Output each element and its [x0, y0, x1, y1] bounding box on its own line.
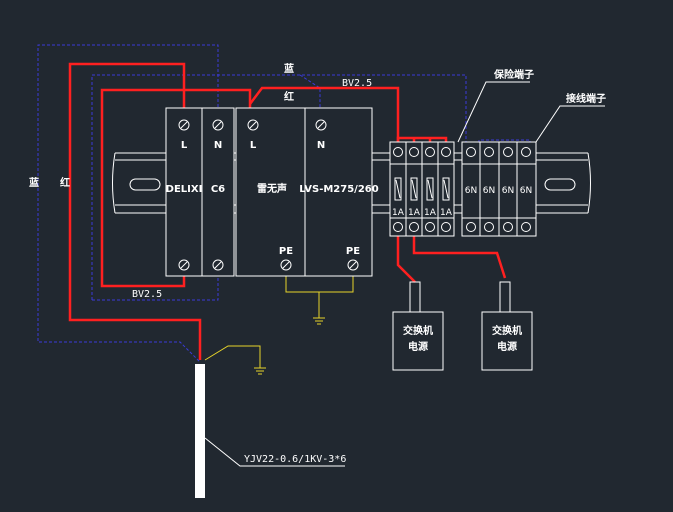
switch2-line1: 交换机	[492, 324, 522, 337]
spd-n-label: N	[317, 140, 325, 151]
yellow-pe-wires	[204, 268, 354, 368]
breaker-n-label: N	[214, 140, 222, 151]
switch1-line2: 电源	[408, 340, 428, 353]
circuit-breaker	[165, 107, 235, 277]
left-blue-label: 蓝	[29, 176, 39, 189]
switch-power-box	[392, 281, 444, 371]
spd-pe1-label: PE	[279, 246, 293, 257]
leader-lines	[457, 81, 605, 143]
breaker-brand: DELIXI	[166, 184, 203, 195]
surge-protector	[235, 107, 373, 277]
ground-icon	[313, 317, 325, 325]
switch2-line2: 电源	[497, 340, 517, 353]
terminal-screw-icon	[466, 147, 531, 232]
wire-terminal-label: 接线端子	[566, 92, 606, 105]
terminal-screw-icon	[178, 119, 224, 271]
incoming-cable	[195, 364, 345, 498]
ground-icon	[254, 367, 266, 375]
terminal-label: 6N	[483, 186, 495, 196]
fuse-rating: 1A	[440, 208, 453, 218]
bv-top-label: BV2.5	[342, 78, 372, 89]
switch1-line1: 交换机	[403, 324, 433, 337]
terminal-screw-icon	[247, 119, 359, 271]
spd-l-label: L	[250, 140, 257, 151]
spd-name: 雷无声	[257, 182, 287, 195]
top-red-label: 红	[284, 90, 294, 103]
top-blue-label: 蓝	[284, 62, 294, 75]
terminal-label: 6N	[502, 186, 514, 196]
breaker-l-label: L	[181, 140, 188, 151]
fuse-rating: 1A	[424, 208, 437, 218]
bv-bottom-label: BV2.5	[132, 289, 162, 300]
cable-spec: YJV22-0.6/1KV-3*6	[244, 454, 346, 465]
spd-model: LVS-M275/260	[299, 184, 378, 195]
spd-pe2-label: PE	[346, 246, 360, 257]
terminal-label: 6N	[520, 186, 532, 196]
fuse-terminal-label: 保险端子	[493, 68, 534, 81]
switch-power-box	[481, 281, 533, 371]
breaker-rating: C6	[211, 184, 225, 195]
fuse-icon	[394, 177, 450, 201]
fuse-rating: 1A	[392, 208, 405, 218]
terminal-screw-icon	[393, 147, 451, 232]
terminal-label: 6N	[465, 186, 477, 196]
wire-terminal-block	[461, 141, 537, 237]
fuse-rating: 1A	[408, 208, 421, 218]
left-red-label: 红	[60, 176, 70, 189]
